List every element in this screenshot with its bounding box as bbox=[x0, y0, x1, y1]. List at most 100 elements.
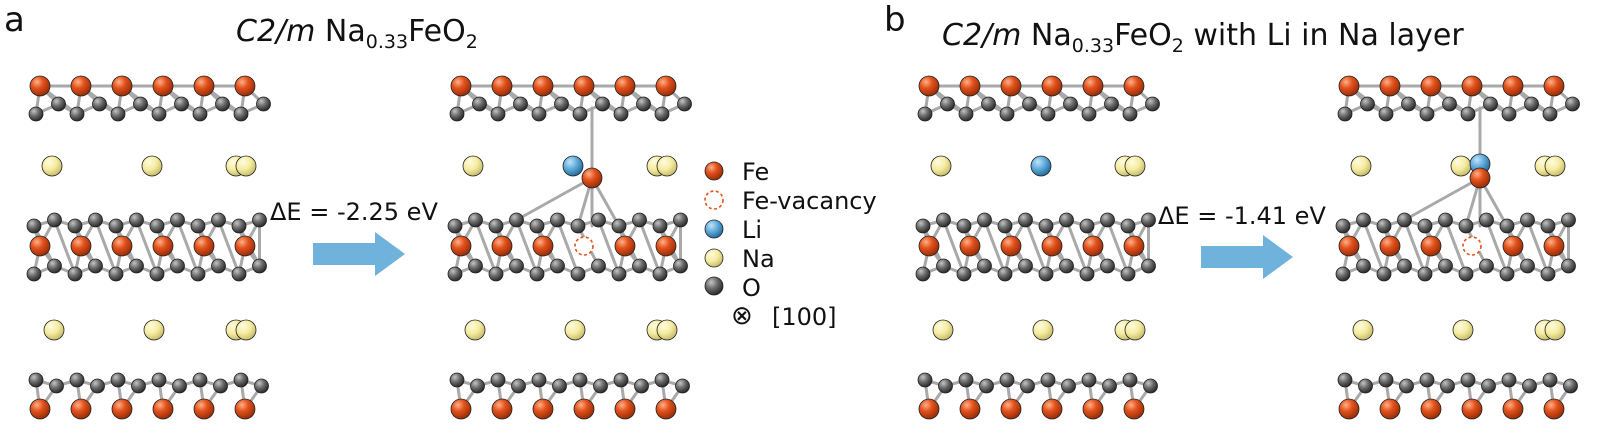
o-atom bbox=[1018, 212, 1033, 228]
fe-atom bbox=[234, 235, 256, 257]
o-atom bbox=[88, 258, 103, 274]
o-atom bbox=[151, 106, 167, 122]
o-atom bbox=[447, 218, 463, 234]
o-atom bbox=[1460, 372, 1476, 388]
o-atom bbox=[172, 378, 187, 394]
na-atom bbox=[564, 319, 586, 341]
o-atom bbox=[215, 96, 230, 112]
o-atom bbox=[915, 218, 931, 234]
o-atom bbox=[1081, 106, 1097, 122]
bond bbox=[942, 218, 966, 276]
fe-atom bbox=[29, 75, 51, 97]
o-atom bbox=[1524, 96, 1539, 112]
panel-b-title: C2/m Na0.33FeO2 with Li in Na layer bbox=[942, 18, 1464, 57]
o-atom bbox=[190, 266, 206, 282]
o-atom bbox=[488, 266, 504, 282]
o-atom bbox=[211, 258, 226, 274]
o-atom bbox=[1542, 372, 1558, 388]
o-atom bbox=[1479, 212, 1494, 228]
o-atom bbox=[1104, 96, 1119, 112]
o-atom bbox=[1520, 212, 1535, 228]
legend-li-label: Li bbox=[742, 216, 763, 244]
panel-b-title-mid: FeO bbox=[1114, 18, 1172, 53]
o-atom bbox=[1417, 266, 1433, 282]
fe-atom bbox=[1502, 398, 1524, 420]
panel-b-title-base: Na bbox=[1030, 18, 1072, 53]
o-atom bbox=[149, 266, 165, 282]
o-atom bbox=[1401, 96, 1416, 112]
o-atom bbox=[69, 372, 85, 388]
o-atom bbox=[1122, 106, 1138, 122]
o-atom bbox=[917, 372, 933, 388]
o-atom bbox=[613, 106, 629, 122]
panel-b-title-formula: C2/m bbox=[942, 18, 1022, 53]
o-atom bbox=[28, 372, 44, 388]
fe-atom bbox=[532, 235, 554, 257]
o-atom bbox=[1100, 258, 1115, 274]
o-atom bbox=[1399, 378, 1414, 394]
fe-atom bbox=[70, 235, 92, 257]
legend-fe-label: Fe bbox=[742, 158, 770, 186]
o-atom bbox=[1542, 106, 1558, 122]
panel-b-energy-label: ΔE = -1.41 eV bbox=[1158, 202, 1326, 230]
o-atom bbox=[997, 266, 1013, 282]
na-atom bbox=[143, 319, 165, 341]
o-atom bbox=[1360, 96, 1375, 112]
fe-atom bbox=[193, 75, 215, 97]
bond bbox=[1106, 218, 1130, 276]
o-atom bbox=[632, 212, 647, 228]
o-atom bbox=[1458, 218, 1474, 234]
o-atom bbox=[1479, 258, 1494, 274]
o-atom bbox=[69, 106, 85, 122]
na-atom bbox=[1450, 155, 1472, 177]
o-atom bbox=[981, 96, 996, 112]
fe-atom bbox=[193, 398, 215, 420]
panel-a-title-sub1: 0.33 bbox=[365, 31, 409, 53]
o-atom bbox=[595, 96, 610, 112]
na-atom bbox=[1544, 319, 1566, 341]
fe-vacancy-site bbox=[574, 236, 594, 256]
o-atom bbox=[108, 218, 124, 234]
o-atom bbox=[529, 218, 545, 234]
fe-atom bbox=[1461, 398, 1483, 420]
fe-atom bbox=[70, 398, 92, 420]
na-atom bbox=[1544, 155, 1566, 177]
o-atom bbox=[936, 212, 951, 228]
legend-o-marker bbox=[704, 276, 724, 296]
o-atom bbox=[174, 96, 189, 112]
o-atom bbox=[1120, 266, 1136, 282]
o-atom bbox=[572, 106, 588, 122]
o-atom bbox=[1335, 266, 1351, 282]
bond bbox=[597, 218, 621, 276]
o-atom bbox=[636, 96, 651, 112]
o-atom bbox=[1059, 212, 1074, 228]
bond bbox=[638, 218, 662, 276]
o-atom bbox=[1020, 378, 1035, 394]
o-atom bbox=[1378, 106, 1394, 122]
o-atom bbox=[997, 218, 1013, 234]
o-atom bbox=[1458, 266, 1474, 282]
bond bbox=[1485, 218, 1509, 276]
fe-atom bbox=[1543, 235, 1565, 257]
fe-atom bbox=[111, 235, 133, 257]
bond bbox=[1526, 218, 1550, 276]
o-atom bbox=[1419, 106, 1435, 122]
fe-atom bbox=[1420, 398, 1442, 420]
panel-b-letter: b bbox=[884, 0, 906, 40]
fe-atom bbox=[1543, 398, 1565, 420]
fe-atom bbox=[450, 75, 472, 97]
o-atom bbox=[1460, 106, 1476, 122]
reaction-arrow-a bbox=[313, 232, 405, 276]
o-atom bbox=[1038, 266, 1054, 282]
bond bbox=[1024, 218, 1048, 276]
o-atom bbox=[90, 378, 105, 394]
o-atom bbox=[554, 96, 569, 112]
fe-atom bbox=[111, 398, 133, 420]
o-atom bbox=[675, 378, 690, 394]
o-atom bbox=[51, 96, 66, 112]
fe-atom bbox=[532, 398, 554, 420]
fe-atom bbox=[959, 75, 981, 97]
o-atom bbox=[129, 258, 144, 274]
fe-atom bbox=[1379, 235, 1401, 257]
o-atom bbox=[611, 266, 627, 282]
